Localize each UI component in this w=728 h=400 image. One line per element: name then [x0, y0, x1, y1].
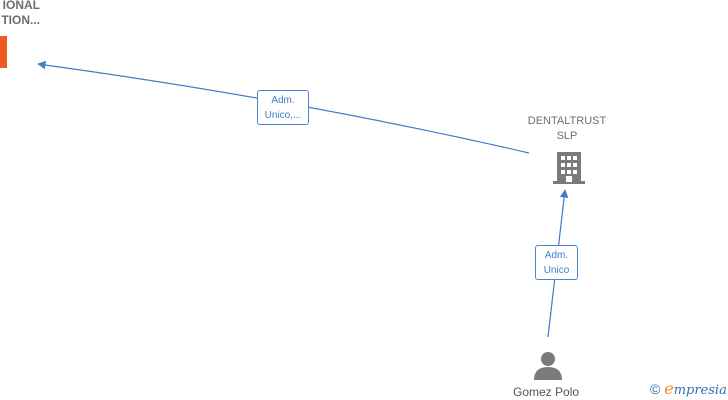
company-name-line1: IONAL — [2, 0, 40, 12]
person-name[interactable]: Gomez Polo — [513, 385, 580, 399]
edge-label-2-line1: Adm. — [544, 250, 569, 261]
dentaltrust-label-line2: SLP — [556, 130, 578, 142]
edge-label-1-line2: Unico,... — [264, 110, 302, 121]
company-icon-partial — [0, 36, 7, 68]
copyright-symbol: © — [650, 381, 661, 397]
edge-label-2-line2: Unico — [543, 265, 570, 276]
brand-initial: e — [664, 379, 674, 398]
edge-label-adm-unico-1[interactable]: Adm. Unico,... — [257, 90, 309, 125]
footer-brand[interactable]: © empresia — [650, 379, 727, 398]
dentaltrust-label-line1: DENTALTRUST — [527, 115, 607, 127]
edge-label-adm-unico-2[interactable]: Adm. Unico — [535, 245, 578, 280]
brand-name: mpresia — [673, 383, 727, 398]
company-name[interactable]: IONAL TION... — [0, 0, 40, 28]
person-icon — [534, 352, 562, 380]
company-name-line2: TION... — [1, 13, 40, 27]
dentaltrust-label[interactable]: DENTALTRUST SLP — [512, 114, 622, 144]
building-icon — [553, 152, 585, 184]
edge-label-1-line1: Adm. — [271, 95, 295, 106]
